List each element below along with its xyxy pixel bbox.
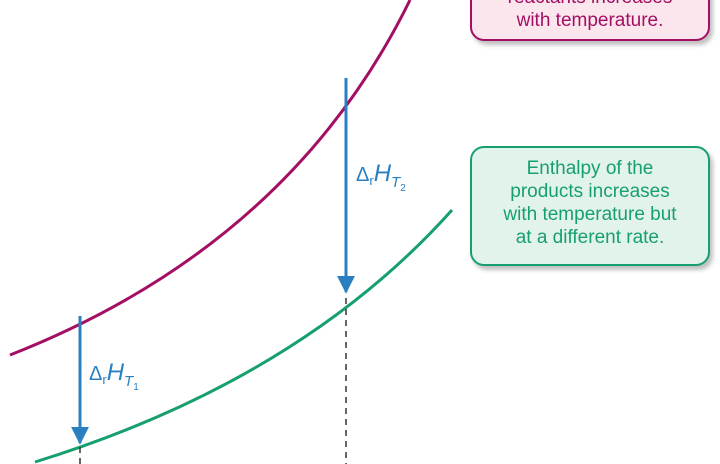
products-enthalpy-curve [34, 208, 454, 464]
products-callout-line: with temperature but [503, 204, 677, 225]
products-callout: Enthalpy of the products increases with … [470, 146, 710, 266]
products-callout-line: Enthalpy of the [526, 158, 654, 179]
reactants-callout: reactants increases with temperature. [470, 0, 710, 41]
delta-h-t1-label: ΔrHT1 [89, 359, 139, 393]
reactants-enthalpy-curve [9, 0, 412, 357]
reactants-callout-line: with temperature. [516, 10, 664, 31]
reactants-callout-line: reactants increases [472, 0, 708, 9]
delta-h-t2-label: ΔrHT2 [356, 160, 406, 194]
products-callout-line: products increases [510, 181, 670, 202]
products-callout-line: at a different rate. [515, 227, 665, 248]
